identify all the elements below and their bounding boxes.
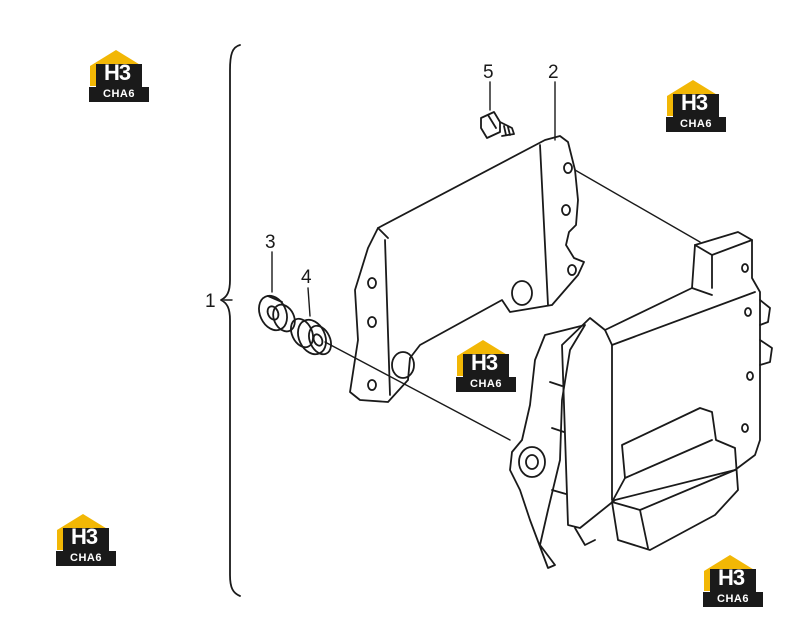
logo-word: CHA6 [56, 551, 116, 566]
logo-word: CHA6 [456, 377, 516, 392]
assembly-brace [220, 44, 241, 597]
bushing [258, 294, 296, 333]
logo-mark: H3 [471, 350, 498, 375]
watermark-logo: H3 CHA6 [455, 338, 517, 394]
logo-word: CHA6 [89, 87, 149, 102]
watermark-logo: H3 CHA6 [88, 48, 150, 104]
watermark-logo: H3 CHA6 [665, 78, 727, 134]
logo-word: CHA6 [703, 592, 763, 607]
connector [611, 407, 739, 551]
lower-bracket [509, 324, 586, 569]
grommet [290, 317, 332, 356]
logo-mark: H3 [104, 60, 131, 85]
control-unit [509, 231, 773, 569]
logo-word: CHA6 [666, 117, 726, 132]
logo-mark: H3 [681, 90, 708, 115]
callout-3: 3 [265, 232, 276, 253]
logo-mark: H3 [718, 565, 745, 590]
logo-mark: H3 [71, 524, 98, 549]
callout-4: 4 [301, 267, 312, 288]
screw [480, 111, 515, 139]
callout-1: 1 [205, 291, 216, 312]
callout-5: 5 [483, 62, 494, 83]
watermark-logo: H3 CHA6 [702, 553, 764, 609]
callout-2: 2 [548, 62, 559, 83]
watermark-logo: H3 CHA6 [55, 512, 117, 568]
